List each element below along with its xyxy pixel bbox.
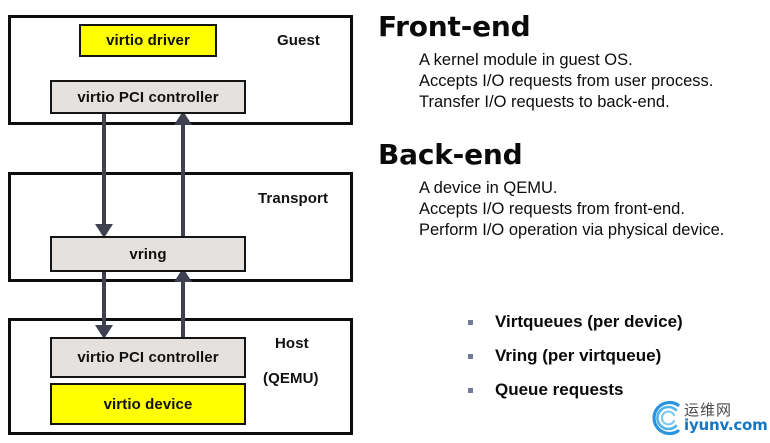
arrow-head-down-icon bbox=[95, 325, 113, 339]
zone-host-label: Host bbox=[275, 335, 309, 352]
bullet-marker-icon bbox=[468, 353, 473, 359]
iyunv-logo-icon bbox=[652, 400, 680, 436]
node-label: vring bbox=[129, 245, 167, 263]
list-item-label: Virtqueues (per device) bbox=[495, 312, 683, 331]
node-virtio-driver[interactable]: virtio driver bbox=[79, 24, 217, 57]
watermark-url: iyunv.com bbox=[684, 416, 768, 434]
node-virtio-device[interactable]: virtio device bbox=[50, 383, 246, 425]
arrow-guest-to-vring bbox=[95, 113, 113, 238]
watermark: 运维网 iyunv.com bbox=[648, 398, 768, 438]
list-item: Queue requests bbox=[468, 373, 683, 407]
arrow-vring-to-guest bbox=[174, 111, 192, 238]
arrow-shaft bbox=[102, 271, 106, 325]
node-label: virtio PCI controller bbox=[77, 349, 219, 366]
watermark-cn: 运维网 bbox=[684, 401, 733, 419]
node-label: virtio driver bbox=[106, 32, 190, 49]
section-line: Accepts I/O requests from user process. bbox=[419, 72, 714, 90]
section-line: Transfer I/O requests to back-end. bbox=[419, 93, 670, 111]
section-front-end-lines: A kernel module in guest OS. Accepts I/O… bbox=[419, 50, 713, 113]
bullet-marker-icon bbox=[468, 387, 473, 393]
arrow-head-up-icon bbox=[174, 111, 192, 125]
node-host-virtio-pci-controller[interactable]: virtio PCI controller bbox=[50, 337, 246, 378]
node-vring[interactable]: vring bbox=[50, 236, 246, 272]
node-guest-virtio-pci-controller[interactable]: virtio PCI controller bbox=[50, 80, 246, 114]
watermark-text: 运维网 iyunv.com bbox=[684, 403, 768, 433]
arrow-shaft bbox=[102, 113, 106, 224]
bullet-marker-icon bbox=[468, 319, 473, 325]
list-item-label: Vring (per virtqueue) bbox=[495, 346, 662, 365]
node-label: virtio device bbox=[103, 395, 193, 413]
list-item-label: Queue requests bbox=[495, 380, 624, 399]
arrow-shaft bbox=[181, 282, 185, 339]
node-label: virtio PCI controller bbox=[77, 88, 219, 106]
arrow-vring-to-host bbox=[95, 271, 113, 339]
section-line: A device in QEMU. bbox=[419, 179, 558, 197]
section-line: A kernel module in guest OS. bbox=[419, 51, 633, 69]
section-back-end-lines: A device in QEMU. Accepts I/O requests f… bbox=[419, 178, 724, 241]
feature-bullet-list: Virtqueues (per device) Vring (per virtq… bbox=[468, 305, 683, 407]
section-front-end-heading: Front-end bbox=[378, 10, 531, 43]
zone-guest-label: Guest bbox=[277, 32, 321, 49]
section-line: Perform I/O operation via physical devic… bbox=[419, 221, 725, 239]
section-line: Accepts I/O requests from front-end. bbox=[419, 200, 685, 218]
list-item: Virtqueues (per device) bbox=[468, 305, 683, 339]
zone-transport-label: Transport bbox=[258, 190, 329, 207]
arrow-head-down-icon bbox=[95, 224, 113, 238]
list-item: Vring (per virtqueue) bbox=[468, 339, 683, 373]
section-back-end-heading: Back-end bbox=[378, 138, 523, 171]
zone-host-sublabel: (QEMU) bbox=[263, 370, 319, 387]
arrow-shaft bbox=[181, 125, 185, 238]
arrow-host-to-vring bbox=[174, 268, 192, 339]
